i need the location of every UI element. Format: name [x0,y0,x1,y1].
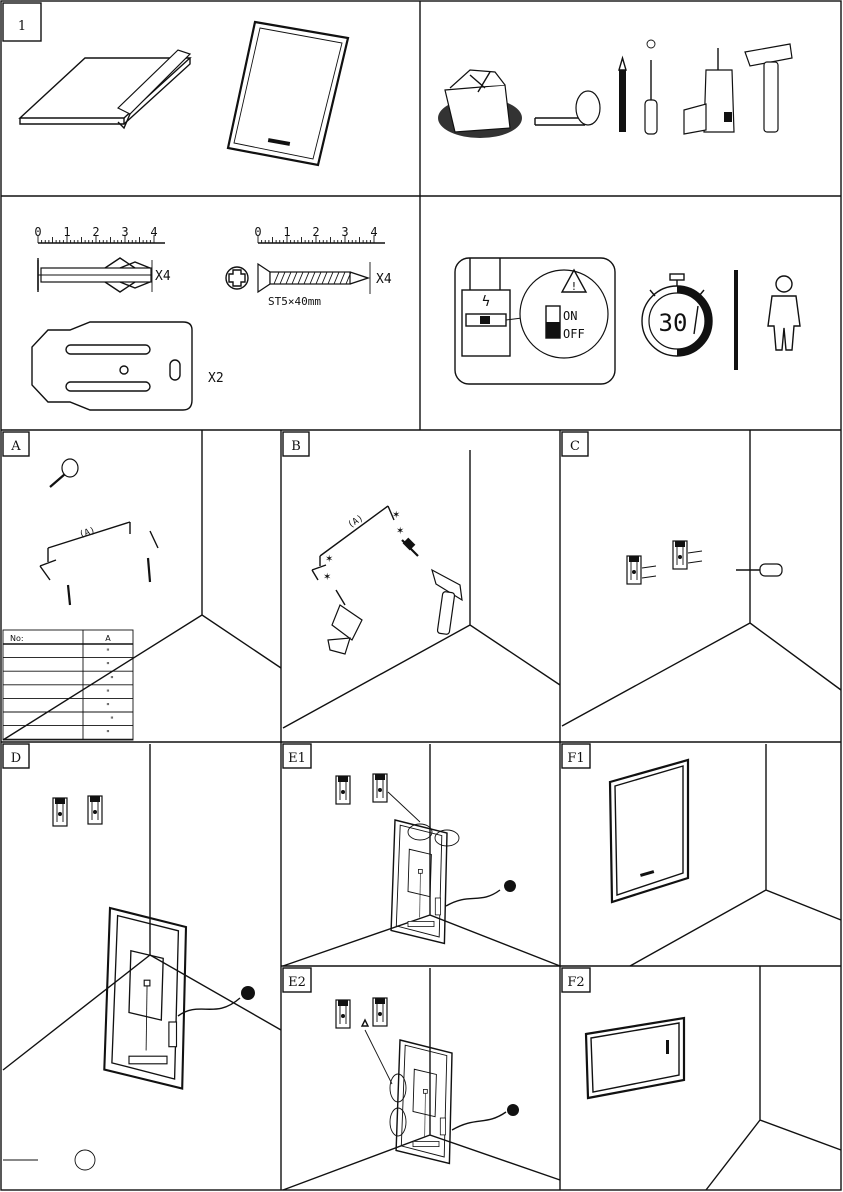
page-marker-icon [75,1150,95,1170]
step-f1: F1 [562,744,841,966]
warning-icon: ! [572,280,576,293]
pencil-icon [619,58,626,132]
ruler-tick-0: 0 [254,225,261,239]
mark-icon: ✶ [323,572,331,583]
power-off-callout: ϟ ! ON OFF [455,258,615,384]
switch-off-label: OFF [563,327,585,341]
step-b: B (A) ✶ ✶ ✶ ✶ [283,432,560,728]
step-f2: F2 [562,966,841,1190]
ruler-tick-1: 1 [283,225,290,239]
hammer-icon [745,44,792,132]
phillips-head-icon [226,267,248,289]
bracket-icon [373,998,387,1026]
screwdriver-icon [736,564,782,576]
stopwatch-icon: 30 [642,274,712,356]
step-f2-label: F2 [567,975,584,990]
bracket-icon [673,541,687,569]
ruler-tick-3: 3 [341,225,348,239]
ruler-tick-3: 3 [121,225,128,239]
toolbox-icon [438,70,522,138]
table-cell: " [110,675,114,684]
plug-icon [241,986,255,1000]
mirror-front-icon [228,22,348,165]
plug-icon [504,880,516,892]
mark-icon: ✶ [396,526,404,537]
mounting-bracket-plate-icon [32,322,192,410]
screwdriver-icon [645,40,657,134]
tape-measure-icon [50,459,78,487]
bracket-icon [373,774,387,802]
table-cell: " [106,688,110,697]
plug-icon [507,1104,519,1116]
switch-on-label: ON [563,309,577,323]
ruler-tick-2: 2 [312,225,319,239]
mark-icon: ✶ [392,510,400,521]
hammer-icon [432,570,462,635]
step-d-label: D [11,751,21,766]
screw-spec: ST5×40mm [268,295,321,308]
drill-icon [328,590,362,654]
measurement-table: No: A """"""" [3,630,133,740]
step-f1-label: F1 [567,751,584,766]
step-number: 1 [18,19,26,34]
step-e1: E1 [283,744,560,966]
table-cell: " [106,729,110,738]
ruler-tick-4: 4 [150,225,157,239]
step-a: A (A) No: A """"""" [3,430,281,740]
mounted-mirror-landscape [586,1018,684,1098]
bracket-icon [336,776,350,804]
tape-measure-icon [535,91,600,125]
ruler-right: 0 1 2 3 4 [254,225,385,243]
table-cell: " [106,702,110,711]
mark-icon: ✶ [325,554,333,565]
dimension-label: (A) [78,526,97,541]
bracket-icon [627,556,641,584]
step-c-label: C [570,439,580,454]
ruler-tick-4: 4 [370,225,377,239]
timer-value: 30 [659,309,688,337]
table-cell: " [106,661,110,670]
mirror-back-icon [104,908,186,1089]
ruler-tick-1: 1 [63,225,70,239]
step-e2-label: E2 [288,975,306,990]
panel-1-contents: 1 [3,3,792,165]
bracket-icon [53,798,67,826]
step-b-label: B [291,439,301,454]
anchor-insert-icon [402,538,418,556]
table-header-a: A [105,634,111,643]
person-icon [768,276,800,350]
step-e2: E2 [283,968,560,1190]
screw-icon [258,262,370,294]
table-header-no: No: [10,634,24,643]
ruler-tick-2: 2 [92,225,99,239]
drill-icon [684,48,734,134]
wall-anchor-icon [38,258,152,292]
ruler-left: 0 1 2 3 4 [34,225,165,243]
table-cell: " [106,648,110,657]
mounted-mirror-portrait [610,760,688,902]
bracket-icon [336,1000,350,1028]
packaged-mirror-icon [20,50,190,128]
step-e1-label: E1 [288,751,306,766]
screw-quantity: X4 [376,272,392,287]
anchor-quantity: X4 [155,269,171,284]
table-cell: " [110,716,114,725]
panel-2-hardware: 0 1 2 3 4 X4 0 1 2 3 4 [32,225,800,410]
bracket-icon [88,796,102,824]
lightning-icon: ϟ [481,294,490,310]
bracket-quantity: X2 [208,371,224,386]
step-a-label: A [10,439,21,454]
step-c: C [562,430,841,726]
dimension-label-b: (A) [346,513,365,530]
ruler-tick-0: 0 [34,225,41,239]
step-d: D [3,744,281,1170]
